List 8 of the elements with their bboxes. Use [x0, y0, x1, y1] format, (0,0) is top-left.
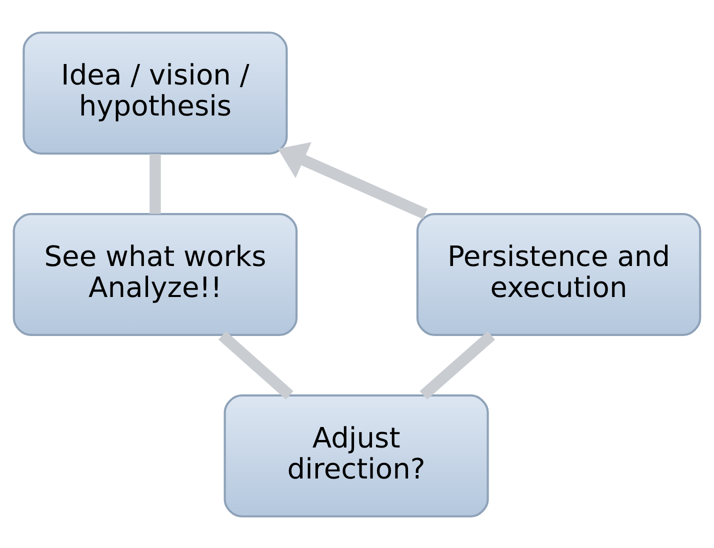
arrow: [278, 142, 428, 219]
node-box: Persistence and execution: [416, 212, 702, 336]
node-box: See what works Analyze!!: [12, 212, 298, 336]
node-box: Idea / vision / hypothesis: [22, 31, 288, 154]
connector: [420, 330, 496, 400]
node-box: Adjust direction?: [224, 394, 489, 517]
connector: [150, 153, 161, 214]
connector: [218, 330, 294, 399]
